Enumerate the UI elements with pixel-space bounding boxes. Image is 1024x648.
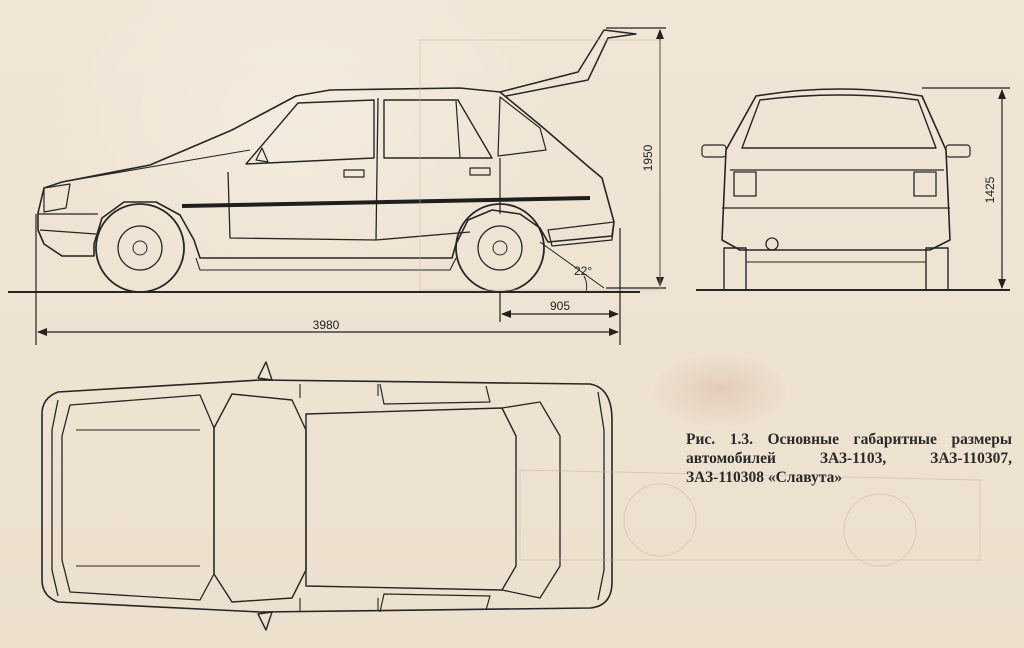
side-body-outline [37,87,615,259]
rear-wheel [455,203,545,293]
side-view [8,29,640,293]
top-view [41,361,613,631]
overhang-value: 905 [550,299,570,313]
top-rear-window [501,401,561,599]
rear-dimensions [922,87,1010,289]
hood [61,394,215,601]
height-value: 1425 [983,176,997,203]
length-value: 3980 [313,318,340,332]
side-molding [181,196,591,208]
figure-caption: Рис. 1.3. Основные габаритные размеры ав… [686,431,1012,486]
hatch-height-value: 1950 [641,144,655,171]
rear-window [741,94,937,149]
roof [305,407,517,591]
front-wheel [95,203,185,293]
side-dimensions [35,27,666,345]
windshield [213,393,307,603]
angle-value: 22° [574,264,592,278]
bleed-through [419,39,981,567]
rear-body-outline [721,88,951,251]
rear-view [696,88,1010,291]
side-front-window [245,99,375,165]
top-body-outline [41,379,613,613]
side-rear-window [383,99,493,159]
open-hatch [499,29,637,97]
